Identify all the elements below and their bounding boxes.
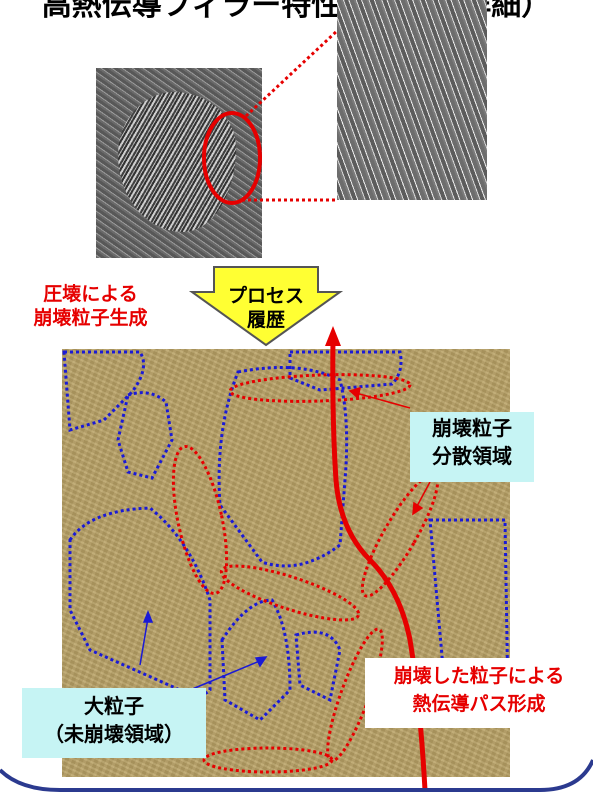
large-particle-line1: 大粒子: [84, 694, 144, 718]
heat-path-box: 崩壊した粒子による 熱伝導パス形成: [365, 658, 593, 728]
process-label-line2: 履歴: [246, 309, 285, 331]
heat-path-arrowhead: [325, 326, 341, 346]
particle-blob: [118, 92, 236, 232]
crush-label-line2: 崩壊粒子生成: [33, 307, 148, 329]
crush-label: 圧壊による 崩壊粒子生成: [8, 282, 173, 330]
dispersion-region-box: 崩壊粒子 分散領域: [410, 412, 534, 482]
process-label-line1: プロセス: [227, 285, 304, 307]
sem-micrograph-particle: [96, 68, 262, 258]
dispersion-line2: 分散領域: [432, 444, 512, 468]
dispersion-line1: 崩壊粒子: [432, 416, 512, 440]
heat-path-line1: 崩壊した粒子による: [393, 665, 565, 687]
heat-path-line2: 熱伝導パス形成: [412, 693, 546, 715]
page-title: 高熱伝導フィラー特性の制御（詳細）: [41, 0, 552, 23]
large-particle-box: 大粒子 （未崩壊領域）: [22, 688, 206, 758]
large-particle-line2: （未崩壊領域）: [44, 722, 184, 746]
process-label: プロセス 履歴: [216, 284, 316, 332]
crush-label-line1: 圧壊による: [43, 283, 138, 305]
sem-micrograph-zoom: [337, 0, 487, 200]
